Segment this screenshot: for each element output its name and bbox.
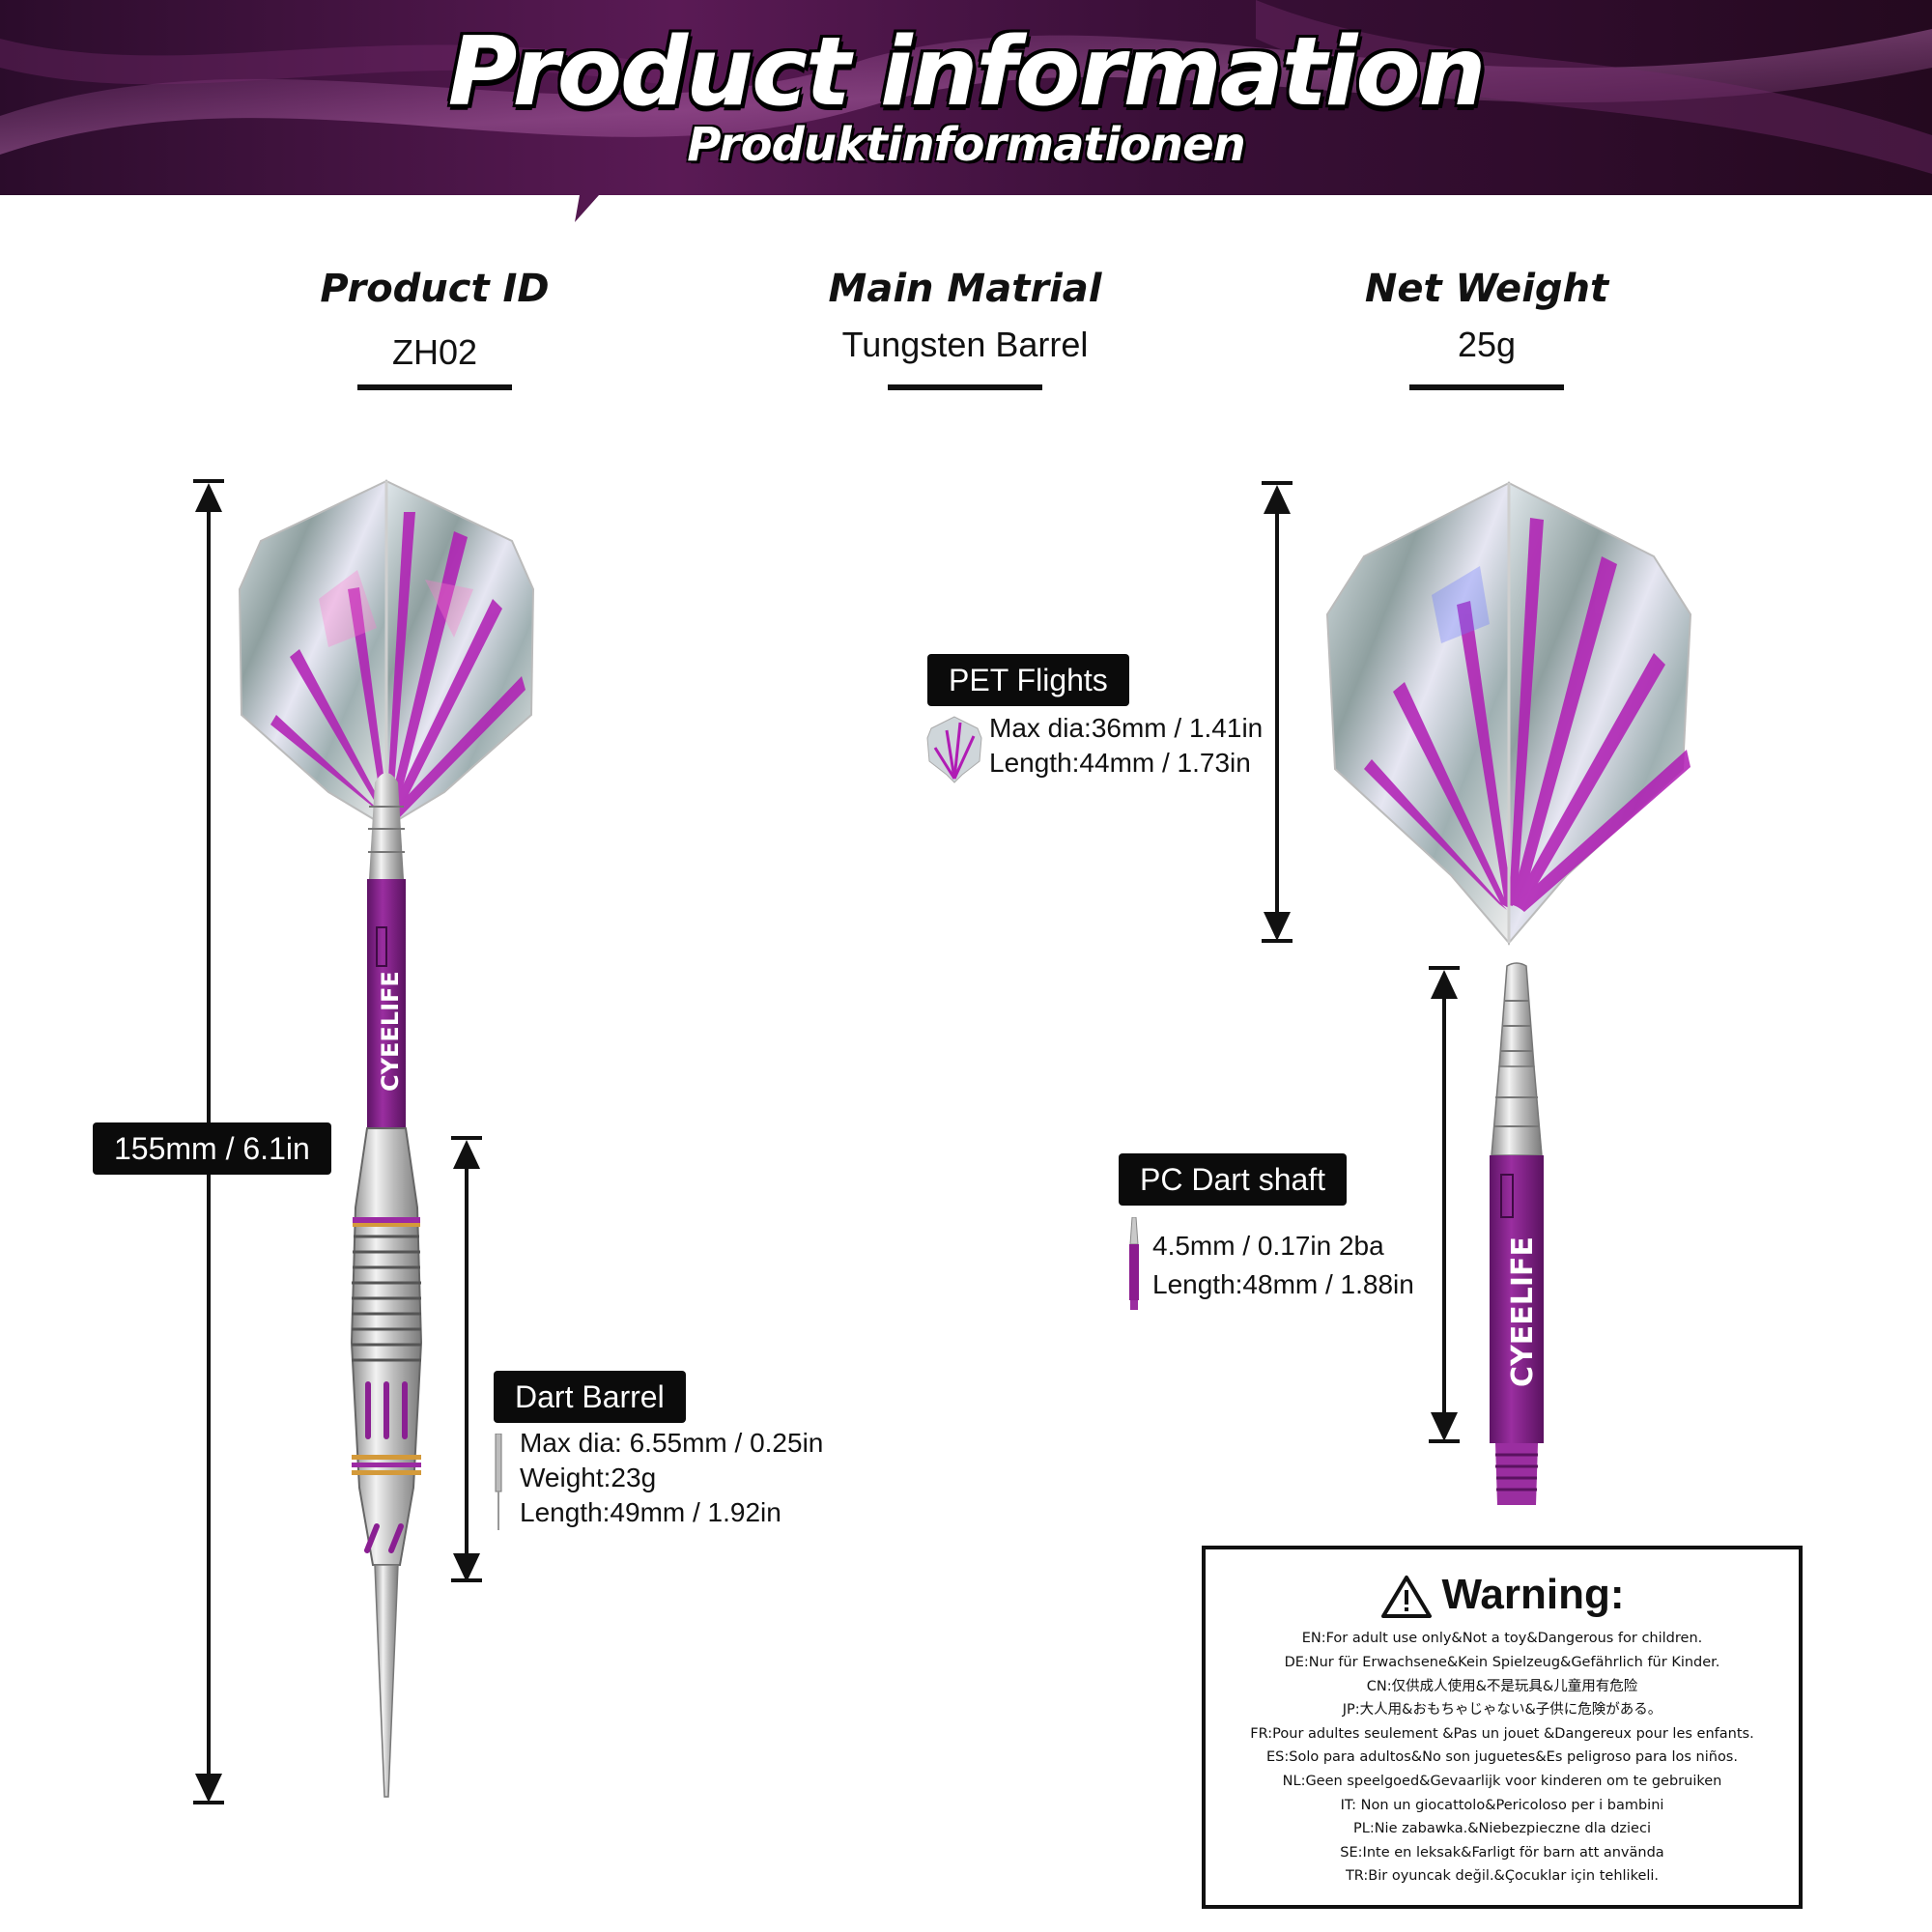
spec-value: ZH02 bbox=[391, 332, 478, 372]
arrow-down-icon bbox=[453, 1553, 480, 1582]
warning-heading: Warning: bbox=[1206, 1571, 1799, 1619]
warning-box: Warning: EN:For adult use only&Not a toy… bbox=[1202, 1546, 1803, 1909]
brand-logo: CYEELIFE bbox=[377, 971, 404, 1092]
spec-divider bbox=[888, 384, 1042, 390]
arrow-down-icon bbox=[1264, 912, 1291, 941]
spec-divider bbox=[357, 384, 512, 390]
warning-line-de: DE:Nur für Erwachsene&Kein Spielzeug&Gef… bbox=[1284, 1654, 1720, 1670]
dimension-line-shaft bbox=[1442, 989, 1446, 1434]
spec-label: Net Weight bbox=[1364, 267, 1609, 311]
dimension-line-barrel bbox=[465, 1159, 469, 1565]
spec-divider bbox=[1409, 384, 1564, 390]
pet-flights-title: PET Flights bbox=[927, 654, 1129, 706]
page-title: Product information bbox=[447, 17, 1487, 128]
warning-line-tr: TR:Bir oyuncak değil.&Çocuklar için tehl… bbox=[1345, 1868, 1660, 1885]
full-dart-image: CYEELIFE bbox=[238, 479, 535, 1798]
dimension-cap-top bbox=[193, 479, 224, 483]
barrel-max-dia: Max dia: 6.55mm / 0.25in bbox=[520, 1428, 824, 1458]
dart-barrel-title: Dart Barrel bbox=[494, 1371, 686, 1423]
flight-details: Max dia:36mm / 1.41in Length:44mm / 1.73… bbox=[989, 711, 1263, 781]
spec-label: Main Matrial bbox=[828, 267, 1102, 311]
dimension-cap-bottom bbox=[1262, 939, 1293, 943]
dimension-cap-top bbox=[1262, 481, 1293, 485]
warning-line-nl: NL:Geen speelgoed&Gevaarlijk voor kinder… bbox=[1282, 1773, 1722, 1789]
warning-line-pl: PL:Nie zabawka.&Niebezpieczne dla dzieci bbox=[1353, 1821, 1651, 1837]
warning-line-it: IT: Non un giocattolo&Pericoloso per i b… bbox=[1340, 1797, 1664, 1813]
dimension-cap-top bbox=[1429, 966, 1460, 970]
warning-triangle-icon bbox=[1380, 1576, 1432, 1619]
barrel-length: Length:49mm / 1.92in bbox=[520, 1497, 781, 1527]
warning-line-se: SE:Inte en leksak&Farligt för barn att a… bbox=[1340, 1844, 1664, 1861]
arrow-down-icon bbox=[195, 1774, 222, 1803]
dimension-line-flight bbox=[1275, 504, 1279, 920]
warning-line-cn: CN:仅供成人使用&不是玩具&儿童用有危险 bbox=[1366, 1678, 1638, 1694]
spec-label: Product ID bbox=[320, 267, 550, 311]
barrel-weight: Weight:23g bbox=[520, 1463, 657, 1492]
shaft-details: 4.5mm / 0.17in 2ba Length:48mm / 1.88in bbox=[1152, 1227, 1414, 1304]
spec-value: 25g bbox=[1457, 325, 1517, 364]
barrel-details: Max dia: 6.55mm / 0.25in Weight:23g Leng… bbox=[520, 1426, 823, 1530]
dimension-cap-bottom bbox=[193, 1801, 224, 1804]
warning-line-en: EN:For adult use only&Not a toy&Dangerou… bbox=[1301, 1631, 1703, 1647]
spec-product-id: Product ID ZH02 bbox=[222, 267, 647, 390]
total-length-label: 155mm / 6.1in bbox=[93, 1122, 331, 1175]
flight-length: Length:44mm / 1.73in bbox=[989, 748, 1251, 778]
header-banner: Product information Produktinformationen bbox=[0, 0, 1932, 224]
shaft-thread: 4.5mm / 0.17in 2ba bbox=[1152, 1231, 1384, 1261]
dimension-cap-top bbox=[451, 1136, 482, 1140]
shaft-length: Length:48mm / 1.88in bbox=[1152, 1269, 1414, 1299]
dimension-cap-bottom bbox=[1429, 1439, 1460, 1443]
warning-line-fr: FR:Pour adultes seulement &Pas un jouet … bbox=[1250, 1725, 1754, 1742]
shaft-image: CYEELIFE bbox=[1490, 962, 1544, 1505]
flight-max-dia: Max dia:36mm / 1.41in bbox=[989, 713, 1264, 743]
spec-net-weight: Net Weight 25g bbox=[1274, 267, 1699, 390]
spec-main-material: Main Matrial Tungsten Barrel bbox=[753, 267, 1178, 390]
warning-lines: EN:For adult use only&Not a toy&Dangerou… bbox=[1206, 1627, 1799, 1889]
shaft-thumbnail-icon bbox=[1129, 1217, 1139, 1310]
page-subtitle: Produktinformationen bbox=[687, 118, 1246, 172]
spec-value: Tungsten Barrel bbox=[841, 325, 1089, 364]
arrow-down-icon bbox=[1431, 1412, 1458, 1441]
pc-dart-shaft-title: PC Dart shaft bbox=[1119, 1153, 1348, 1206]
warning-line-jp: JP:大人用&おもちゃじゃない&子供に危険がある。 bbox=[1342, 1702, 1662, 1719]
shaft-brand-logo: CYEELIFE bbox=[1506, 1236, 1540, 1387]
flight-image bbox=[1325, 481, 1692, 946]
banner-background bbox=[0, 0, 1932, 222]
warning-title: Warning: bbox=[1441, 1571, 1625, 1618]
warning-line-es: ES:Solo para adultos&No son juguetes&Es … bbox=[1266, 1749, 1738, 1766]
dimension-cap-bottom bbox=[451, 1578, 482, 1582]
barrel-thumbnail-icon bbox=[495, 1434, 502, 1530]
flight-thumbnail-icon bbox=[926, 716, 982, 783]
